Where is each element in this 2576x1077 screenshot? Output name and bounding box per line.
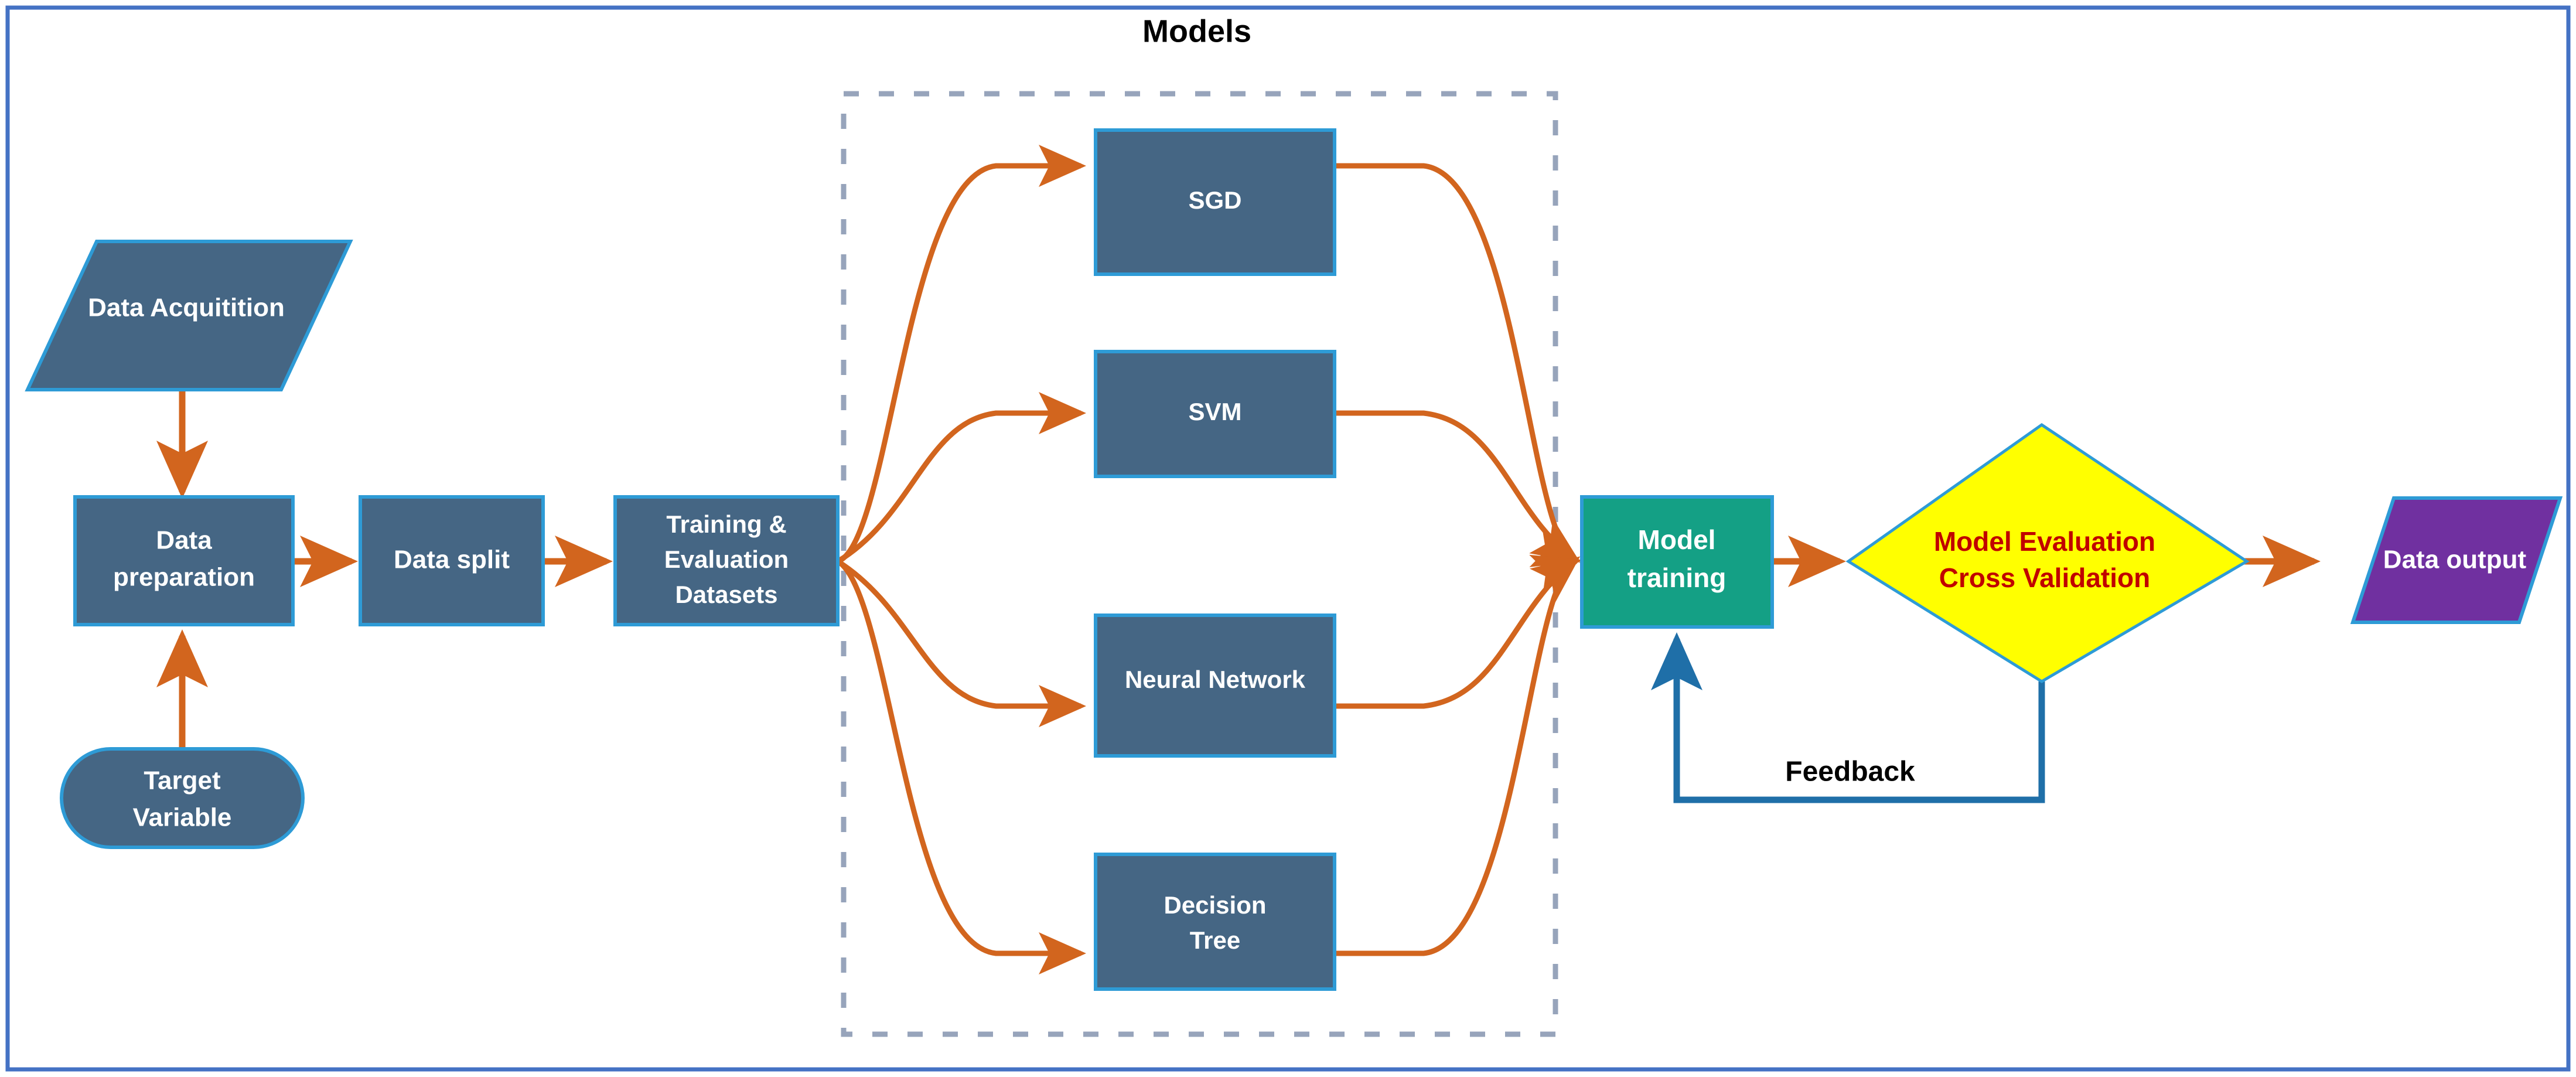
model-sgd-shape — [1094, 128, 1336, 276]
model-evaluation-label-line1: Model Evaluation — [1934, 526, 2155, 557]
model-evaluation-shape — [1845, 422, 2250, 683]
target-variable-label-line2: Variable — [133, 803, 232, 832]
feedback-label: Feedback — [1785, 756, 1915, 788]
models-group-title: Models — [1142, 13, 1251, 49]
model-decision-tree-shape — [1094, 853, 1336, 991]
edge-sgd-to-model-training — [1336, 163, 1581, 567]
node-model-svm[interactable]: SVM — [1094, 350, 1336, 478]
data-acquisition-label: Data Acquitition — [88, 294, 285, 322]
node-data-output[interactable]: Data output — [2350, 496, 2563, 624]
node-model-training[interactable]: Model training — [1580, 495, 1774, 629]
model-decision-tree-label-line2: Tree — [1190, 926, 1240, 954]
edge-svm-to-model-training — [1336, 410, 1581, 563]
models-group-box — [841, 91, 1558, 1037]
page-border — [5, 5, 2571, 1072]
model-svm-label: SVM — [1188, 398, 1241, 425]
node-model-decision-tree[interactable]: Decision Tree — [1094, 853, 1336, 991]
datasets-shape — [613, 495, 840, 626]
node-model-evaluation[interactable]: Model Evaluation Cross Validation — [1845, 422, 2250, 683]
model-decision-tree-label-line1: Decision — [1164, 891, 1266, 919]
edge-decision-tree-to-model-training — [1336, 555, 1581, 956]
edge-datasets-to-sgd — [837, 145, 1086, 564]
data-preparation-shape — [73, 495, 295, 626]
data-split-label: Data split — [394, 546, 510, 574]
datasets-label-line3: Datasets — [675, 581, 777, 608]
model-svm-shape — [1094, 350, 1336, 478]
target-variable-label-line1: Target — [144, 766, 221, 795]
node-model-neural-network[interactable]: Neural Network — [1094, 614, 1336, 758]
model-neural-network-shape — [1094, 614, 1336, 758]
edge-feedback-loop — [1651, 632, 2045, 803]
edge-neural-network-to-model-training — [1336, 556, 1581, 709]
node-target-variable[interactable]: Target Variable — [60, 747, 305, 849]
edge-datasets-to-neural-network — [836, 559, 1086, 727]
data-preparation-label-line1: Data — [156, 526, 212, 555]
data-split-shape — [359, 495, 545, 626]
datasets-label-line1: Training & — [666, 510, 786, 538]
node-datasets[interactable]: Training & Evaluation Datasets — [613, 495, 840, 626]
node-data-acquisition[interactable]: Data Acquitition — [25, 240, 353, 391]
node-data-preparation[interactable]: Data preparation — [73, 495, 295, 626]
data-output-shape — [2350, 496, 2563, 624]
target-variable-shape — [60, 747, 305, 849]
edge-datasets-to-svm — [836, 392, 1086, 564]
edge-datasets-to-decision-tree — [836, 559, 1086, 974]
model-neural-network-label: Neural Network — [1125, 666, 1306, 693]
datasets-label-line2: Evaluation — [664, 546, 789, 573]
model-evaluation-label-line2: Cross Validation — [1939, 563, 2150, 593]
data-preparation-label-line2: preparation — [113, 563, 255, 592]
model-training-label-line2: training — [1628, 563, 1727, 593]
node-data-split[interactable]: Data split — [359, 495, 545, 626]
model-training-shape — [1580, 495, 1774, 629]
model-training-label-line1: Model — [1638, 524, 1716, 555]
data-output-label: Data output — [2383, 546, 2527, 574]
model-sgd-label: SGD — [1188, 186, 1241, 214]
node-model-sgd[interactable]: SGD — [1094, 128, 1336, 276]
data-acquisition-shape — [25, 240, 353, 391]
